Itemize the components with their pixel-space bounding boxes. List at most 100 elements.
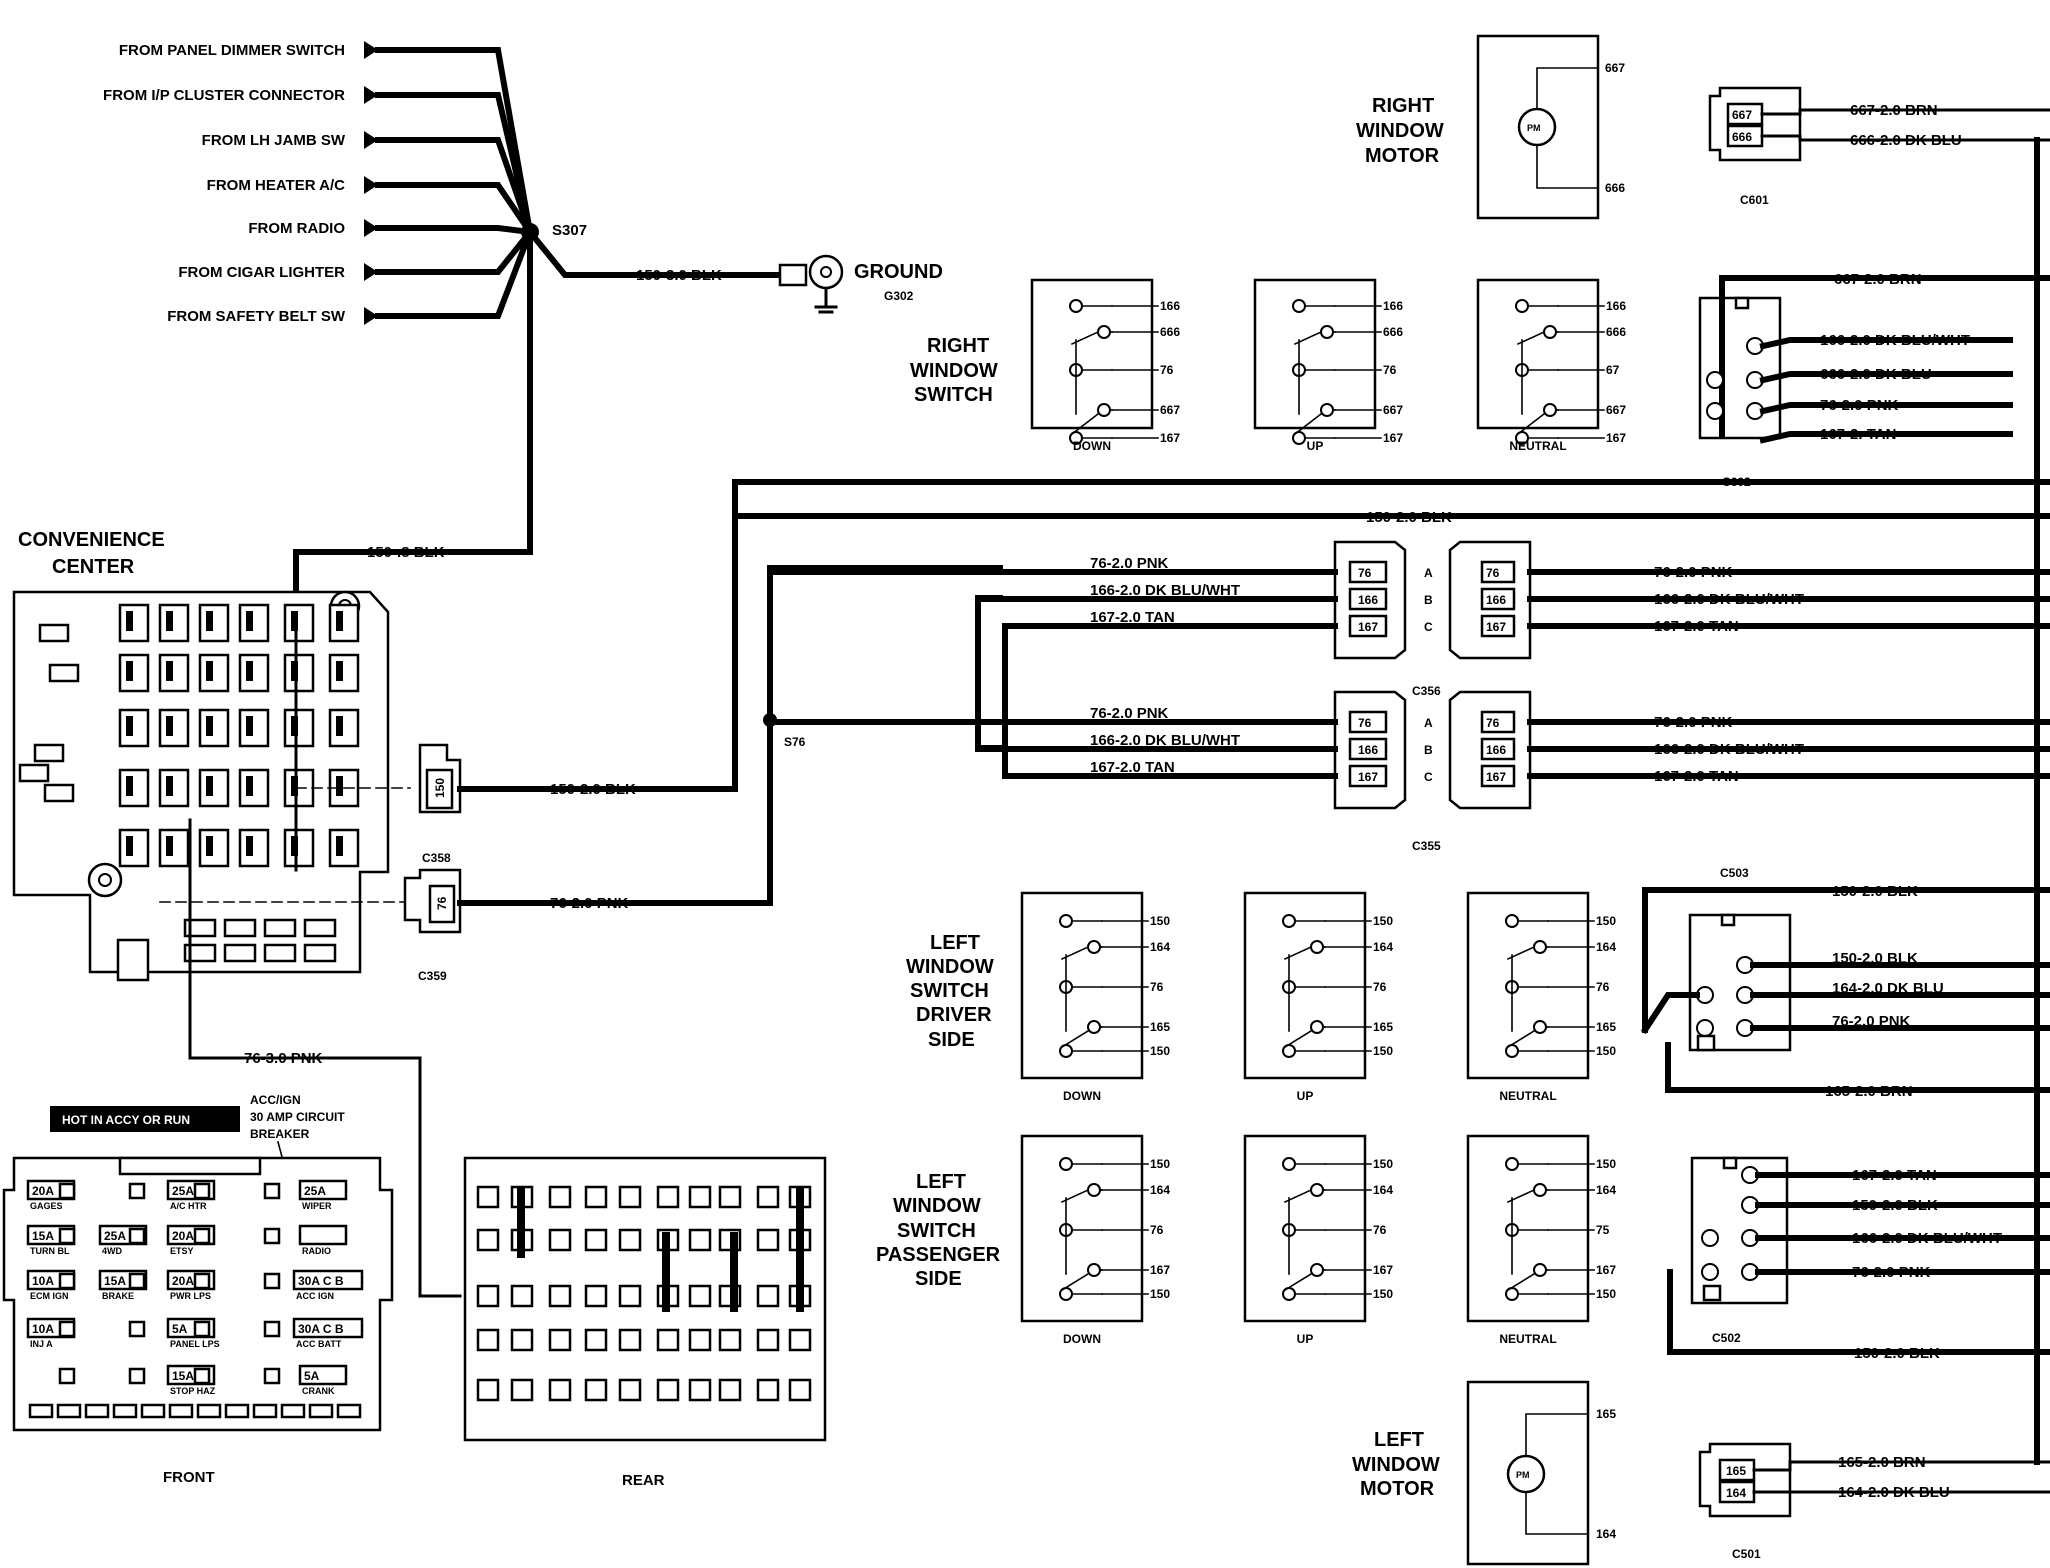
svg-text:164: 164 (1150, 940, 1170, 954)
svg-text:150: 150 (1150, 1044, 1170, 1058)
fuse-sub-8: BRAKE (102, 1291, 134, 1301)
svg-text:76-2.0 PNK: 76-2.0 PNK (1852, 1264, 1931, 1281)
svg-text:165: 165 (1726, 1464, 1746, 1478)
c358-pin: 150 (433, 778, 447, 798)
left_pass_switch-state-0: DOWN (1063, 1332, 1101, 1346)
fuse-sub-3: TURN BL (30, 1246, 70, 1256)
svg-text:150: 150 (1596, 1157, 1616, 1171)
svg-text:76-2.0 PNK: 76-2.0 PNK (1090, 555, 1169, 572)
svg-text:76-2.0 PNK: 76-2.0 PNK (1820, 397, 1899, 414)
svg-text:A: A (1424, 566, 1433, 580)
svg-text:150: 150 (1373, 1287, 1393, 1301)
svg-text:PM: PM (1527, 123, 1541, 133)
fuse-value-15: 5A (304, 1369, 320, 1383)
left-motor-l1: LEFT (1374, 1429, 1424, 1451)
svg-text:166-2.0 DK BLU/WHT: 166-2.0 DK BLU/WHT (1820, 332, 1970, 349)
svg-text:165: 165 (1596, 1020, 1616, 1034)
svg-text:LEFT: LEFT (930, 932, 980, 954)
left-window-motor: LEFT WINDOW MOTOR PM 165 164 (1352, 1380, 1616, 1566)
c359-pin: 76 (435, 896, 449, 910)
fuse-block-rear: REAR (463, 1156, 827, 1489)
c359-label: C359 (418, 969, 447, 983)
svg-text:165: 165 (1596, 1407, 1616, 1421)
svg-text:667-2.0 BRN: 667-2.0 BRN (1834, 271, 1922, 288)
right_switch-state-1: UP (1307, 439, 1324, 453)
callout-2: 30 AMP CIRCUIT (250, 1110, 345, 1124)
switch-titles: RIGHT WINDOW SWITCH LEFT WINDOW SWITCH D… (876, 335, 1001, 1290)
fuse-value-5: 20A (172, 1229, 194, 1243)
fuse-value-10: 30A C B (298, 1274, 344, 1288)
fuse-value-9: 20A (172, 1274, 194, 1288)
c602-label: C602 (1722, 475, 1751, 489)
svg-text:167: 167 (1373, 1263, 1393, 1277)
fuse-sub-15: CRANK (302, 1386, 335, 1396)
svg-text:166: 166 (1606, 299, 1626, 313)
svg-text:150-2.0 BLK: 150-2.0 BLK (1852, 1197, 1938, 1214)
svg-text:76: 76 (1486, 566, 1500, 580)
svg-text:165-2.0 BRN: 165-2.0 BRN (1838, 1454, 1926, 1471)
fuse-sub-1: A/C HTR (170, 1201, 207, 1211)
switch-panels: 16666676667167DOWN16666676667167UP166666… (1020, 278, 1626, 1346)
svg-text:76: 76 (1358, 566, 1372, 580)
wire-150-2-label: 150-2.0 BLK (550, 781, 636, 798)
fuse-sub-7: ECM IGN (30, 1291, 69, 1301)
fuse-sub-9: PWR LPS (170, 1291, 211, 1301)
svg-text:166: 166 (1160, 299, 1180, 313)
right_switch-state-0: DOWN (1073, 439, 1111, 453)
svg-text:165-2.0 BRN: 165-2.0 BRN (1825, 1083, 1913, 1100)
svg-text:76: 76 (1486, 716, 1500, 730)
svg-text:666: 666 (1732, 130, 1752, 144)
svg-text:666: 666 (1383, 325, 1403, 339)
c501-label: C501 (1732, 1547, 1761, 1561)
svg-text:76: 76 (1596, 980, 1610, 994)
fuse-block-front: HOT IN ACCY OR RUN ACC/IGN 30 AMP CIRCUI… (2, 1093, 394, 1486)
svg-text:166-2.0 DK BLU/WHT: 166-2.0 DK BLU/WHT (1852, 1230, 2002, 1247)
fuse-value-2: 25A (304, 1184, 326, 1198)
fuse-value-7: 10A (32, 1274, 54, 1288)
svg-text:150: 150 (1373, 914, 1393, 928)
svg-text:150-2.0 BLK: 150-2.0 BLK (1832, 950, 1918, 967)
svg-text:164: 164 (1596, 1527, 1616, 1541)
convenience-title-1: CONVENIENCE (18, 529, 165, 551)
svg-text:SWITCH: SWITCH (914, 384, 993, 406)
right-motor-l1: RIGHT (1372, 95, 1434, 117)
svg-text:SWITCH: SWITCH (897, 1220, 976, 1242)
left_driver_switch-state-0: DOWN (1063, 1089, 1101, 1103)
svg-text:166-2.0 DK BLU/WHT: 166-2.0 DK BLU/WHT (1090, 582, 1240, 599)
svg-text:667: 667 (1732, 108, 1752, 122)
source-label-3: FROM HEATER A/C (207, 177, 345, 194)
svg-text:666: 666 (1160, 325, 1180, 339)
fuse-sub-2: WIPER (302, 1201, 332, 1211)
left_driver_switch-state-1: UP (1297, 1089, 1314, 1103)
svg-text:150: 150 (1596, 1044, 1616, 1058)
svg-text:DRIVER: DRIVER (916, 1004, 992, 1026)
connector-c501: 165 164 C501 165-2.0 BRN 164-2.0 DK BLU (1698, 1442, 2050, 1561)
left_pass_switch-state-2: NEUTRAL (1499, 1332, 1556, 1346)
fuse-value-13: 30A C B (298, 1322, 344, 1336)
svg-text:164-2.0 DK BLU: 164-2.0 DK BLU (1838, 1484, 1950, 1501)
ground-id: G302 (884, 289, 914, 303)
connector-c503: C503 150-2.0 BLK 165-2.0 BRN 150-2.0 BLK… (1640, 866, 2050, 1100)
svg-text:76: 76 (1150, 1223, 1164, 1237)
fuse-value-1: 25A (172, 1184, 194, 1198)
fuse-sub-6: RADIO (302, 1246, 331, 1256)
svg-text:666-2.0 DK BLU: 666-2.0 DK BLU (1820, 366, 1932, 383)
c356-label: C356 (1412, 684, 1441, 698)
splice-s76-label: S76 (784, 735, 806, 749)
svg-text:167-2.0 TAN: 167-2.0 TAN (1090, 759, 1175, 776)
svg-text:67: 67 (1606, 363, 1620, 377)
source-label-1: FROM I/P CLUSTER CONNECTOR (103, 87, 345, 104)
c503-label: C503 (1720, 866, 1749, 880)
svg-text:76-2.0 PNK: 76-2.0 PNK (1654, 564, 1733, 581)
svg-text:164-2.0 DK BLU: 164-2.0 DK BLU (1832, 980, 1944, 997)
source-label-6: FROM SAFETY BELT SW (167, 308, 346, 325)
svg-text:SWITCH: SWITCH (910, 980, 989, 1002)
